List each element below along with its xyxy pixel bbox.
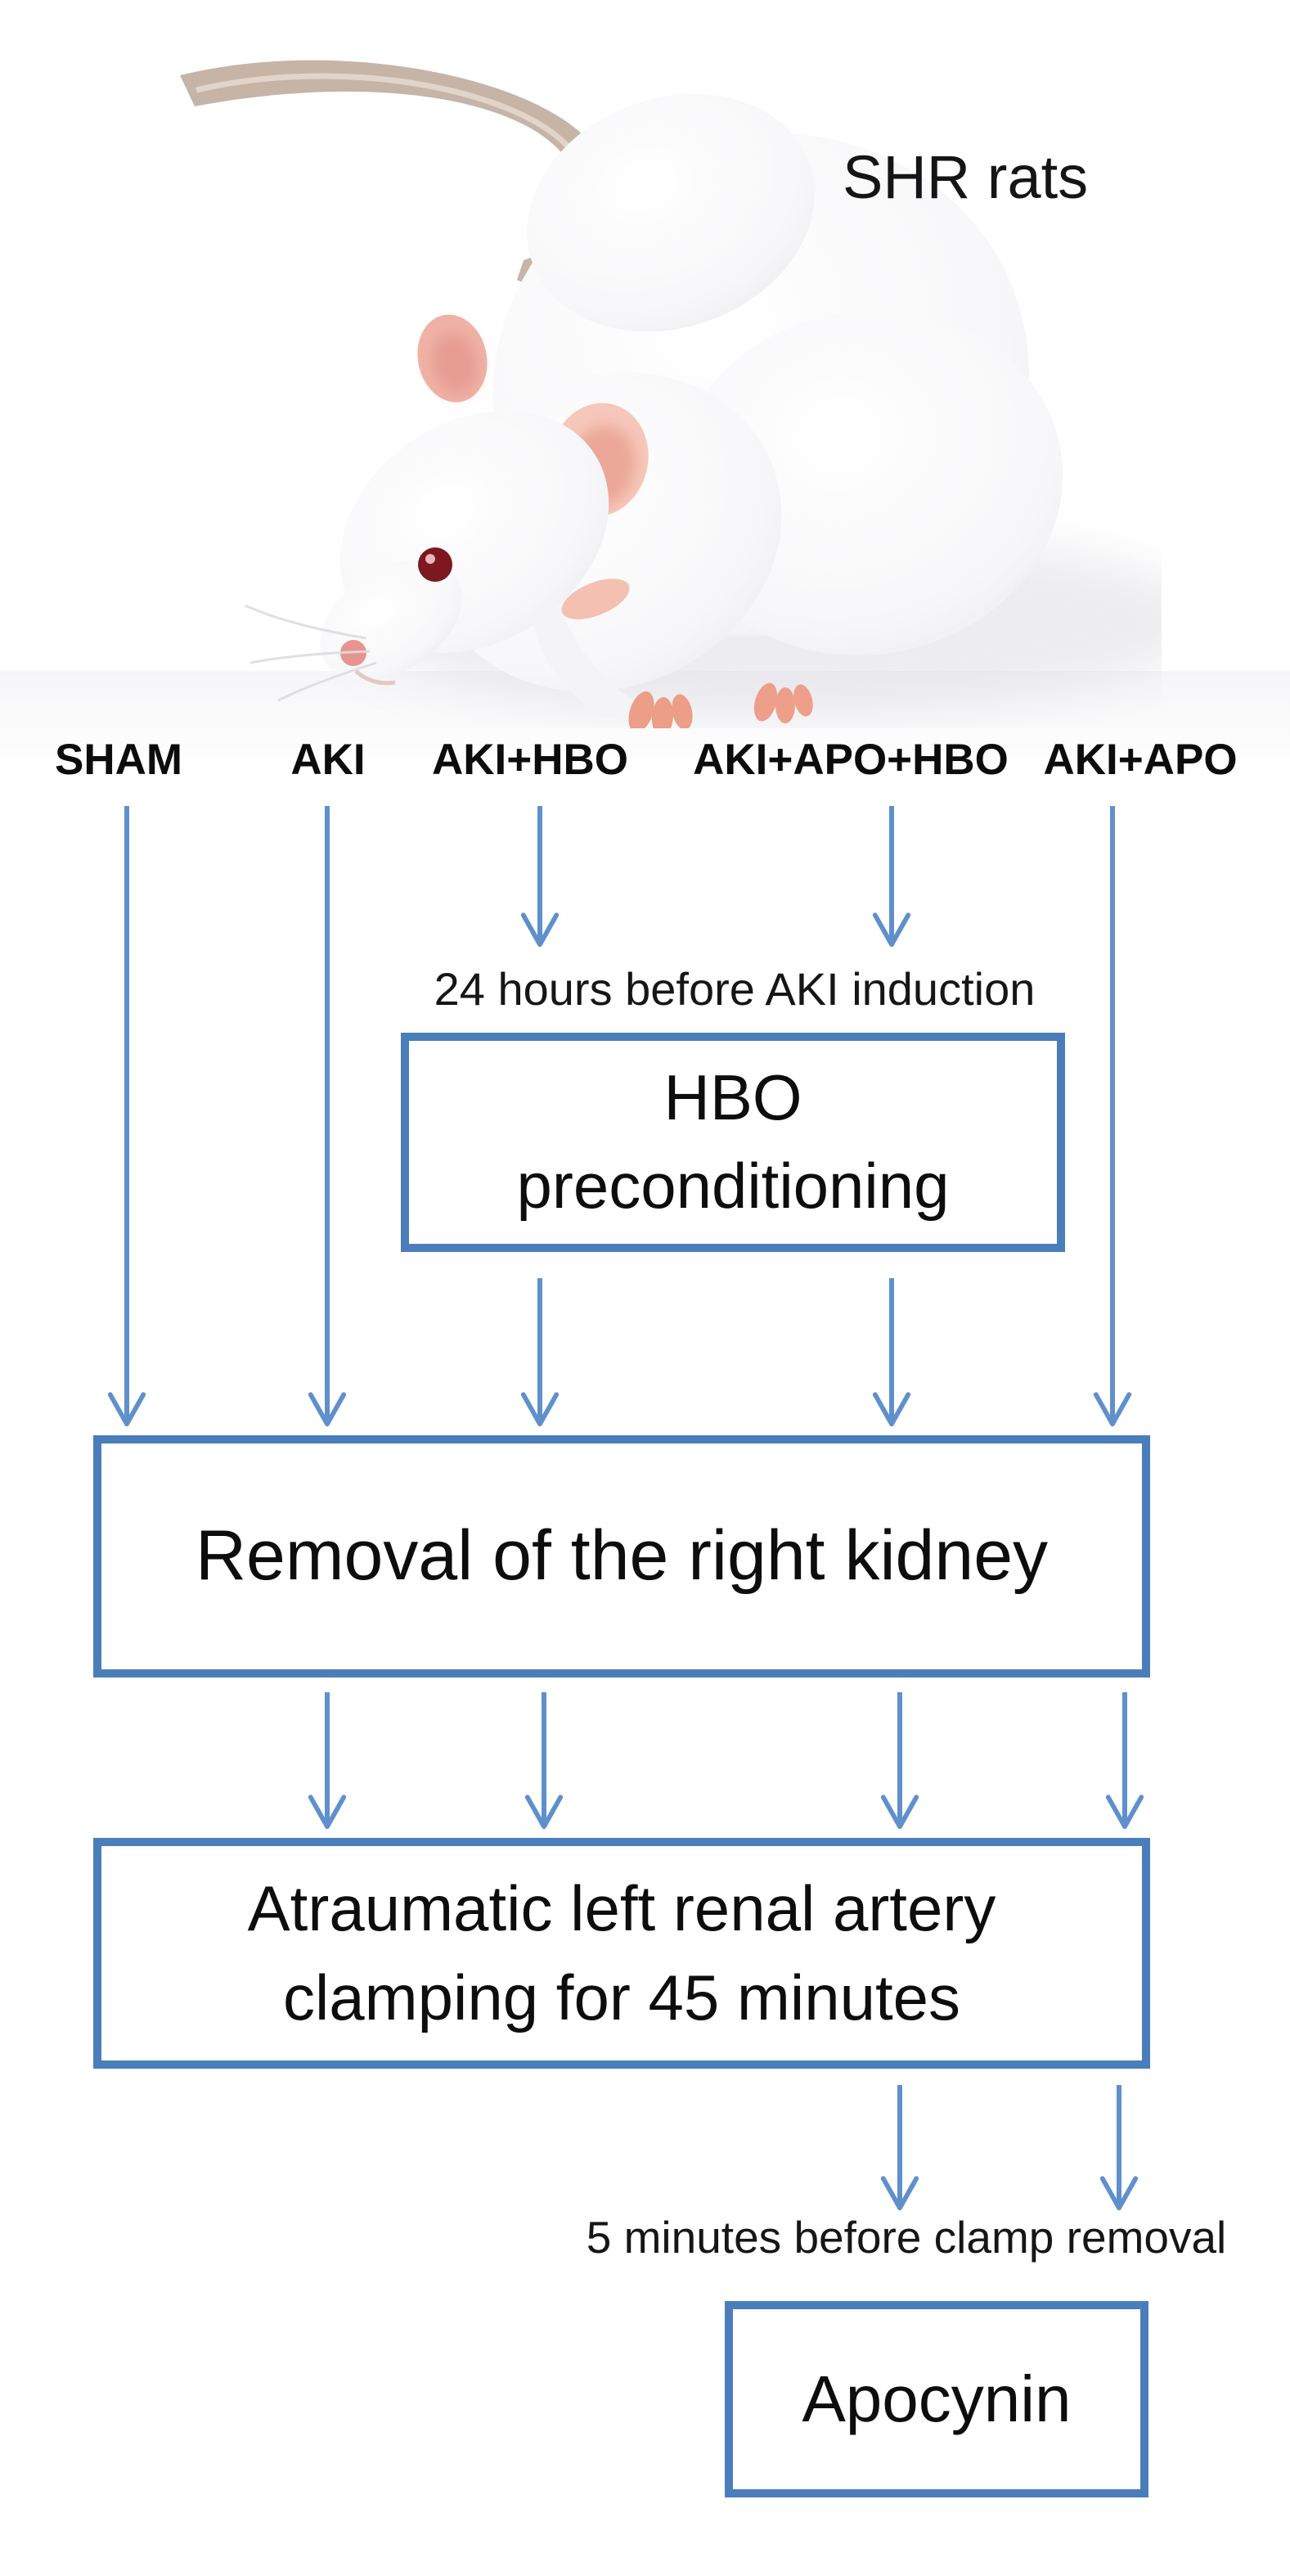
rat-front-paws: [530, 579, 813, 728]
hbo-preconditioning-box: HBO preconditioning: [401, 1033, 1065, 1252]
apocynin-box: Apocynin: [725, 2301, 1148, 2497]
group-label-aki: AKI: [290, 736, 366, 784]
nephrectomy-box-text: Removal of the right kidney: [195, 1516, 1049, 1596]
rat-photo: [180, 60, 1162, 728]
hbo-box-line1: HBO: [663, 1061, 802, 1134]
group-label-aki-hbo: AKI+HBO: [431, 736, 629, 784]
rat-eye: [418, 547, 452, 582]
group-label-sham: SHAM: [54, 736, 183, 784]
hbo-timing-note: 24 hours before AKI induction: [434, 963, 1036, 1015]
group-label-aki-apo-hbo: AKI+APO+HBO: [693, 736, 1009, 784]
clamping-box-line2: clamping for 45 minutes: [282, 1961, 961, 2033]
hbo-box-line2: preconditioning: [516, 1150, 950, 1222]
figure-title: SHR rats: [843, 143, 1089, 211]
apocynin-box-text: Apocynin: [802, 2362, 1072, 2435]
clamping-box: Atraumatic left renal artery clamping fo…: [93, 1838, 1150, 2069]
rat-head: [245, 411, 609, 702]
rat-whiskers: [245, 604, 377, 702]
apocynin-timing-note: 5 minutes before clamp removal: [586, 2212, 1227, 2263]
group-label-aki-apo: AKI+APO: [1043, 736, 1238, 784]
nephrectomy-box: Removal of the right kidney: [93, 1435, 1150, 1678]
clamping-box-line1: Atraumatic left renal artery: [247, 1871, 996, 1944]
